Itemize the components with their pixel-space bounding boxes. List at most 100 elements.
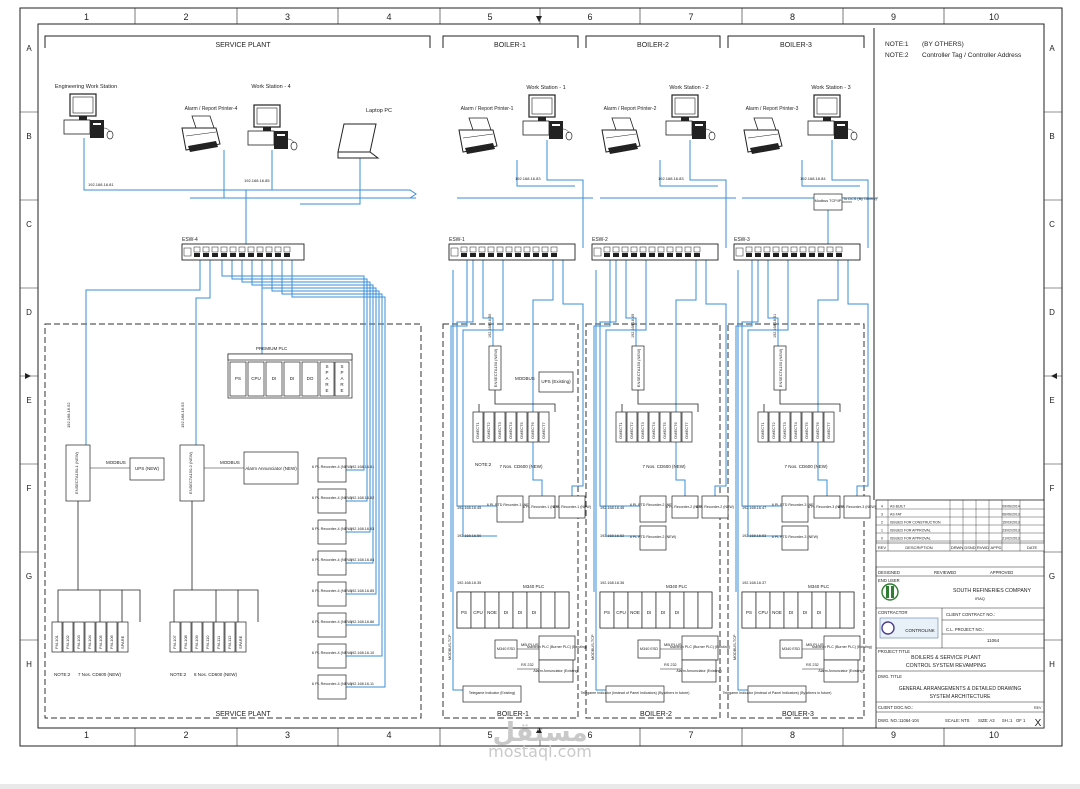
switch-port-icon [523, 246, 531, 253]
project-no: 11064 [987, 638, 1000, 643]
cd600-module [812, 411, 824, 443]
row-marker: H [1049, 660, 1055, 669]
footer-service-plant: SERVICE PLANT [215, 711, 271, 718]
column-marker: 7 [688, 12, 693, 22]
cd600-tag: SPARE [238, 635, 243, 649]
switch-port-icon [649, 253, 655, 257]
recorder-label: 6 PL Recorder-2 (NEW) [696, 505, 734, 509]
plc-slot-label: PS [235, 376, 241, 381]
dcs-label: To DCS (By Others) [843, 197, 877, 201]
ip-label: 192.168.16.47 [742, 506, 766, 510]
telegame-label: Telegame Indicator (Instead of Panel Ind… [581, 691, 690, 695]
modbus-tcp-label: MODBUS-TCP [733, 634, 737, 660]
ip-label: 192.168.16.52 [600, 534, 624, 538]
row-marker: D [26, 308, 32, 317]
esd-label: M340 ESD [782, 647, 801, 651]
switch-port-icon [836, 253, 842, 257]
cd600-tag: OMECT4 [793, 422, 798, 439]
plc-slot [247, 361, 265, 397]
boiler-1-cabinet [442, 323, 579, 719]
switch-port-icon [666, 246, 674, 253]
recorder-label: 6 PL Recorder-3 (NEW) [838, 505, 876, 509]
switch-led-icon [593, 247, 602, 257]
printer-boiler-3 [743, 117, 783, 154]
cpu-tower-icon [834, 121, 848, 139]
cd-label: 7 Nos. CD600 (NEW) [499, 464, 543, 469]
switch-port-icon [773, 253, 779, 257]
drive-icon [837, 124, 845, 126]
switch-port-icon [755, 253, 761, 257]
cd-label: 7 Nos. CD600 (NEW) [78, 672, 122, 677]
recorder-service-1: 6 PL Recorder-4 (NEW)192.168.16.81 [312, 457, 374, 483]
annunciator-label: Alarm Annunciator (Existing) [676, 669, 721, 673]
spare-letter: A [325, 376, 328, 381]
row-marker: G [26, 572, 32, 581]
cd600-tag: OMECT5 [662, 422, 667, 439]
column-marker: 1 [84, 730, 89, 740]
plc-label: M340 PLC [808, 584, 830, 589]
designed-label: DESIGNED [878, 570, 900, 575]
ip-label: 192.168.16.86 [350, 620, 374, 624]
burner-label: Maxitron PLC (Burner PLC) (Existing) [812, 645, 872, 649]
rev-header: DSND [964, 545, 975, 550]
recorder-label: 6 PL Recorder-4 (NEW) [312, 558, 353, 562]
ip-label: 192.168.16.81 [350, 465, 374, 469]
keyboard-icon [63, 119, 91, 135]
mb-label: MB PLUS [521, 642, 539, 647]
plc-slot-label: CPU [251, 376, 261, 381]
cd600-tag: FM-102 [65, 634, 70, 649]
ip-label: 192.168.16.85 [244, 178, 270, 183]
rtu-label: ENSECTA150 (NEW) [493, 348, 498, 387]
recorder-label: 6 PL Recorder-4 (NEW) [312, 527, 353, 531]
project-title-1: BOILERS & SERVICE PLANT [911, 655, 982, 661]
mouse-cable-icon [847, 128, 855, 134]
recorder-label: 6 PL Recorder-4 (NEW) [312, 651, 353, 655]
recorder-label: 6 PL Recorder-4 (NEW) [312, 682, 353, 686]
switch-led-icon [735, 247, 744, 257]
rtu-label: ENSECTA150-1 (NEW) [74, 451, 79, 494]
annunciator-box [681, 659, 717, 683]
monitor-stand-icon [263, 127, 271, 131]
switch-port-icon [283, 246, 291, 253]
switch-port-icon [488, 253, 494, 257]
switch-port-icon [238, 246, 246, 253]
switch-port-icon [469, 246, 477, 253]
switch-port-icon [275, 253, 281, 257]
burner-label: Maxitron PLC (Burner PLC) (Existing) [670, 645, 730, 649]
printer-slot-icon [462, 133, 494, 139]
switch-esw-boiler-1: ESW-1 [448, 237, 576, 261]
burner-box [823, 635, 861, 661]
printer-tray-icon [750, 143, 780, 154]
cd600-module [801, 411, 813, 443]
header-boiler-3: BOILER-3 [727, 35, 865, 49]
monitor-icon [528, 94, 556, 118]
plc-slot-label: DI [518, 610, 523, 615]
plc-slot [265, 361, 283, 397]
svg-text:NOTE:1: NOTE:1 [885, 41, 909, 48]
recorder-rtd-box [639, 495, 667, 523]
telegame-box [747, 685, 807, 703]
cable [223, 150, 306, 199]
plc-slot-label: DI [675, 610, 680, 615]
column-marker: 3 [285, 12, 290, 22]
cd600-tag: OMECT6 [530, 422, 535, 439]
recorder-box [317, 643, 347, 669]
column-marker: 3 [285, 730, 290, 740]
drive-icon [695, 124, 703, 126]
cd600-module [62, 621, 74, 653]
cd600-module [191, 621, 203, 653]
rev-header: REV [878, 545, 887, 550]
cable [221, 260, 365, 471]
rtu-label: ENSECTA150 (NEW) [636, 348, 641, 387]
cd600-tag: OMECT3 [640, 422, 645, 439]
notes: NOTE:1 (BY OTHERS) NOTE:2 Controller Tag… [885, 41, 1022, 59]
mouse-icon [565, 131, 573, 141]
switch-port-icon [505, 246, 513, 253]
switch-port-icon [667, 253, 673, 257]
